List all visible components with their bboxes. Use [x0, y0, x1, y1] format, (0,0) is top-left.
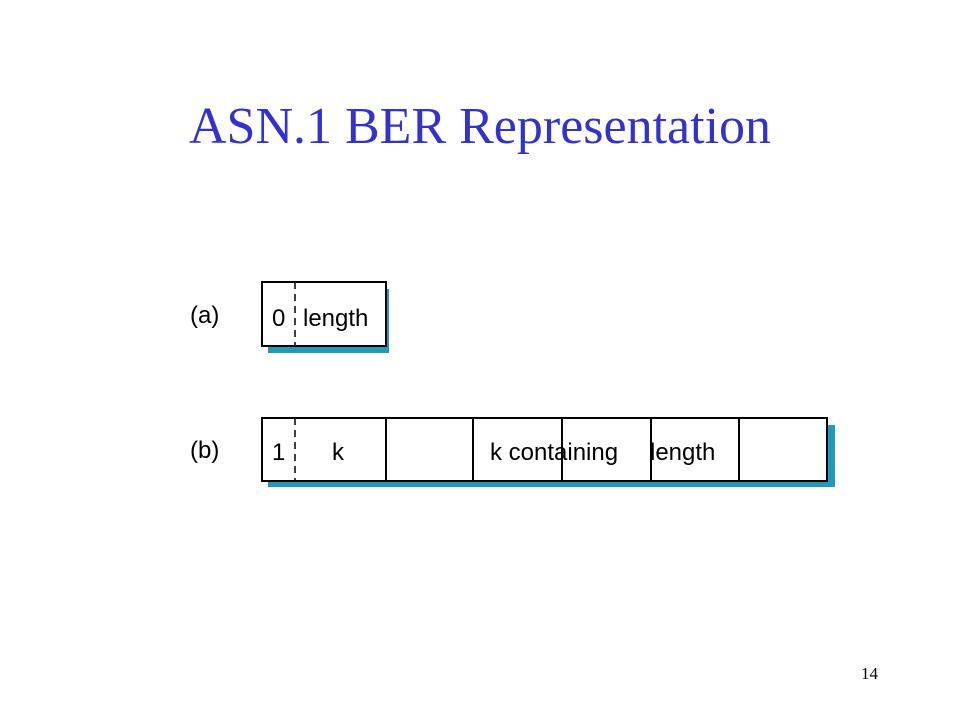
diagram-a-bit: 0 — [272, 305, 285, 332]
slide-title: ASN.1 BER Representation — [188, 98, 772, 155]
diagram-a-label: (a) — [190, 302, 219, 329]
diagram-a: (a) 0 length — [190, 281, 389, 353]
diagram-b-bytes-caption-1: k containing — [490, 439, 618, 466]
diagram-b-field: k — [332, 439, 345, 466]
diagram-b-bit: 1 — [272, 439, 285, 466]
diagram-b-box — [261, 417, 828, 482]
diagram-a-field: length — [303, 305, 368, 332]
diagram-b-bytes-caption-2: length — [650, 439, 715, 466]
diagram-b-label: (b) — [190, 437, 219, 464]
page-number: 14 — [861, 664, 878, 683]
diagram-a-box — [261, 281, 387, 347]
diagram-b: (b) 1 k k containing length — [190, 417, 835, 487]
